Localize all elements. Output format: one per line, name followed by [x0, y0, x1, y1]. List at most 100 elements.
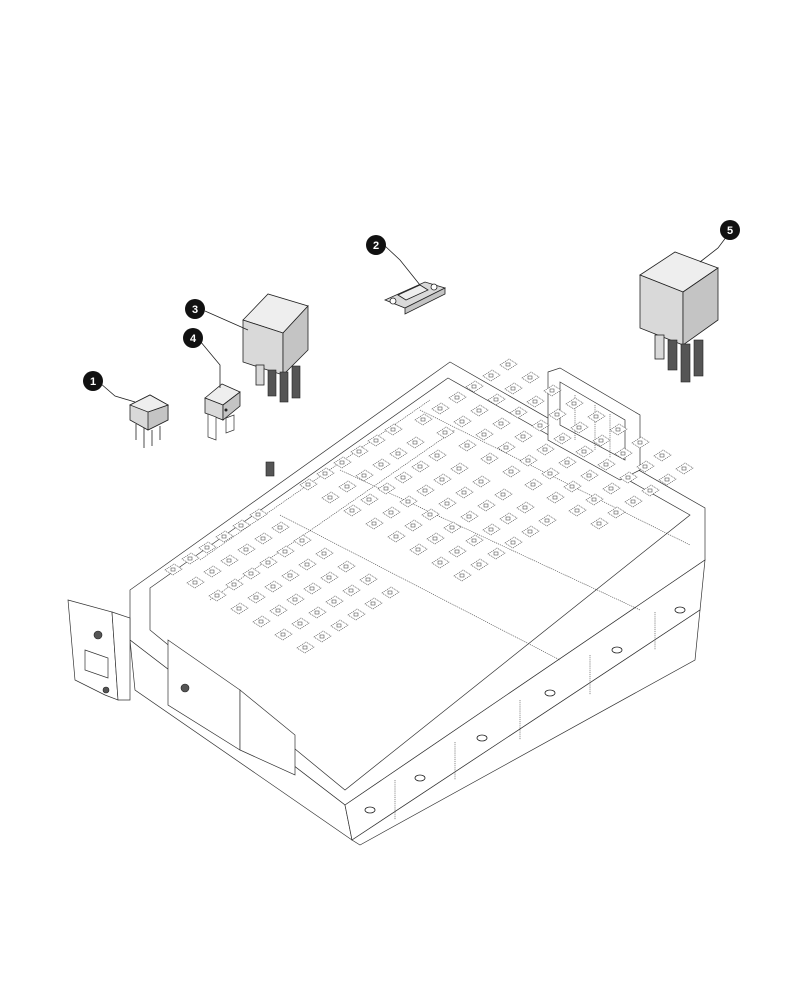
fuse-socket	[465, 380, 484, 393]
socket-pin	[344, 484, 350, 489]
socket-pin	[366, 497, 372, 502]
fuse-socket	[521, 525, 540, 538]
socket-pin	[571, 401, 577, 406]
fuse-socket	[299, 478, 318, 491]
socket-pin	[336, 623, 342, 628]
fuse-socket	[521, 371, 540, 384]
socket-pin	[559, 436, 565, 441]
fuse-socket	[443, 521, 462, 534]
socket-pin	[464, 443, 470, 448]
fuse-socket	[641, 484, 660, 497]
fuse-socket	[487, 547, 506, 560]
fuse-socket	[453, 415, 472, 428]
socket-pin	[395, 451, 401, 456]
socket-pin	[542, 447, 548, 452]
socket-pin	[305, 482, 311, 487]
socket-pin	[620, 451, 626, 456]
socket-pin	[505, 362, 511, 367]
fuse-socket	[303, 582, 322, 595]
fuse-socket	[458, 439, 477, 452]
fuse-socket	[575, 445, 594, 458]
fuse-socket	[546, 491, 565, 504]
socket-pin	[454, 549, 460, 554]
socket-pin	[309, 586, 315, 591]
socket-pin	[348, 588, 354, 593]
fuse-socket	[543, 384, 562, 397]
socket-pin	[437, 560, 443, 565]
callout-3: 3	[185, 299, 205, 319]
socket-pin	[510, 386, 516, 391]
fuse-socket	[499, 512, 518, 525]
fuse-socket	[377, 482, 396, 495]
fuse-socket	[298, 558, 317, 571]
socket-pin	[209, 569, 215, 574]
socket-pin	[515, 410, 521, 415]
fuse-socket	[232, 519, 251, 532]
socket-pin	[353, 612, 359, 617]
socket-pin	[466, 514, 472, 519]
socket-pin	[613, 510, 619, 515]
socket-pin	[187, 556, 193, 561]
socket-pin	[544, 518, 550, 523]
socket-pin	[400, 475, 406, 480]
callout-5: 5	[720, 220, 740, 240]
socket-pin	[547, 471, 553, 476]
socket-pin	[596, 521, 602, 526]
socket-pin	[574, 508, 580, 513]
fuse-socket	[249, 508, 268, 521]
socket-pin	[170, 567, 176, 572]
socket-pin	[383, 486, 389, 491]
fuse-socket	[428, 449, 447, 462]
fuse-socket	[411, 460, 430, 473]
fuse-socket	[516, 501, 535, 514]
socket-pin	[292, 597, 298, 602]
fuse-socket	[590, 517, 609, 530]
socket-pin	[255, 512, 261, 517]
fuse-socket	[509, 406, 528, 419]
fuse-socket	[580, 469, 599, 482]
socket-pin	[527, 529, 533, 534]
fuse-socket	[254, 532, 273, 545]
socket-pin	[520, 434, 526, 439]
socket-pin	[476, 408, 482, 413]
fuse-socket	[470, 558, 489, 571]
fuse-socket	[624, 495, 643, 508]
fuse-socket	[460, 510, 479, 523]
socket-pin	[373, 438, 379, 443]
fuse-socket	[614, 447, 633, 460]
socket-pin	[510, 540, 516, 545]
fuse-socket	[372, 458, 391, 471]
socket-pin	[439, 477, 445, 482]
socket-pin	[236, 606, 242, 611]
fuse-socket	[367, 434, 386, 447]
socket-pin	[304, 562, 310, 567]
socket-pin	[554, 412, 560, 417]
fuse-socket	[181, 552, 200, 565]
socket-pin	[390, 427, 396, 432]
fuse-socket	[291, 617, 310, 630]
fuse-socket	[343, 504, 362, 517]
fuse-socket	[602, 482, 621, 495]
fuse-socket	[414, 413, 433, 426]
socket-pin	[265, 560, 271, 565]
fuse-socket	[360, 493, 379, 506]
fuse-socket	[494, 488, 513, 501]
fuse-socket	[519, 454, 538, 467]
fuse-socket	[499, 358, 518, 371]
part-1-micro-relay	[129, 394, 169, 448]
fuse-socket	[315, 547, 334, 560]
socket-pin	[498, 421, 504, 426]
fuse-socket	[475, 428, 494, 441]
fuse-socket	[394, 471, 413, 484]
fuse-socket	[482, 369, 501, 382]
socket-pin	[238, 523, 244, 528]
socket-pin	[530, 482, 536, 487]
callout-4-label: 4	[190, 333, 197, 345]
fuse-socket	[514, 430, 533, 443]
fuse-socket	[406, 436, 425, 449]
socket-pin	[564, 460, 570, 465]
fuse-socket	[609, 423, 628, 436]
fuse-socket	[399, 495, 418, 508]
fuse-socket	[592, 434, 611, 447]
socket-pin	[361, 473, 367, 478]
